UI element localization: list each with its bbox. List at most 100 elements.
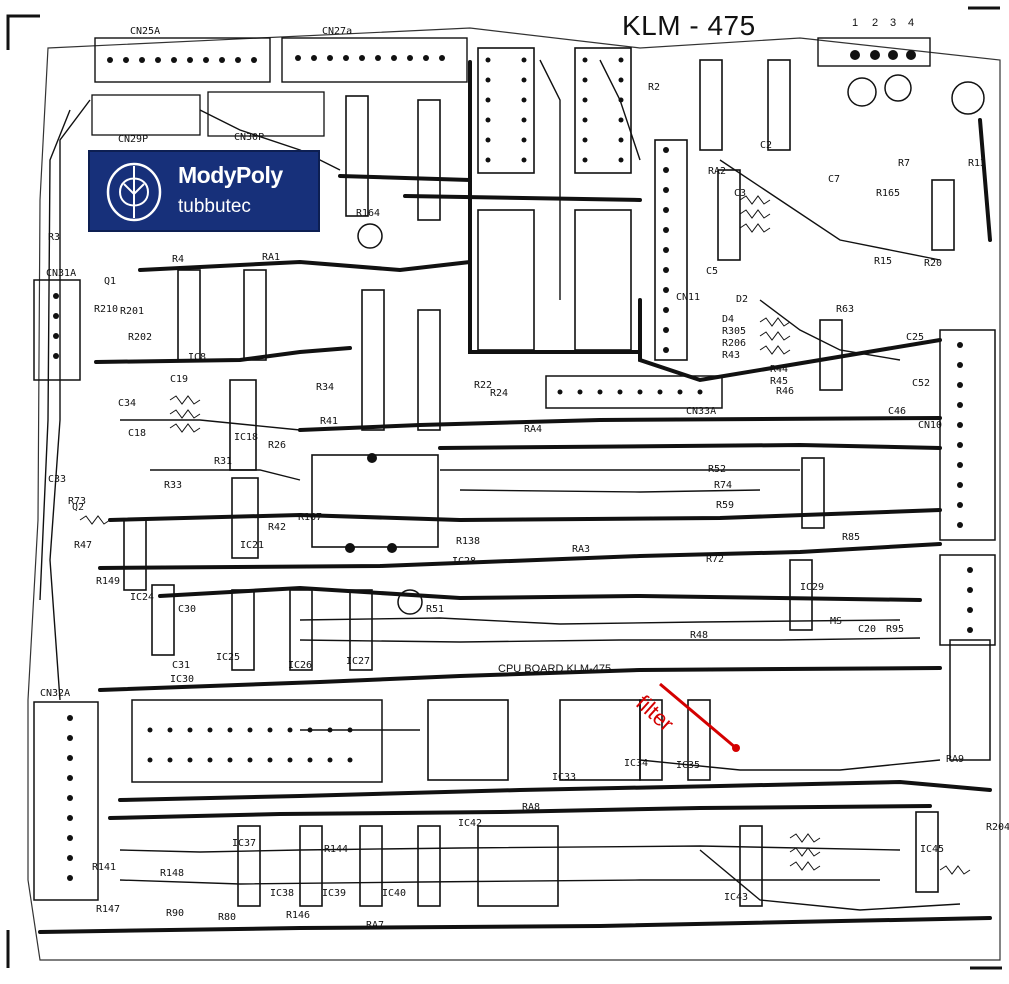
label-cn31a: CN31A [46,268,76,279]
label-r24: R24 [490,388,508,399]
label-c25: C25 [906,332,924,343]
label-r149: R149 [96,576,120,587]
label-c46: C46 [888,406,906,417]
label-ic33: IC33 [552,772,576,783]
label-cn33a: CN33A [686,406,716,417]
label-r147: R147 [96,904,120,915]
label-r22: R22 [474,380,492,391]
label-ic37: IC37 [232,838,256,849]
label-ic27: IC27 [346,656,370,667]
label-r73: R73 [68,496,86,507]
electrolytic-capacitors [357,74,985,615]
label-cn29p: CN29P [118,134,148,145]
label-r90: R90 [166,908,184,919]
label-ra9: RA9 [946,754,964,765]
label-c7: C7 [828,174,840,185]
label-r167: R167 [298,512,322,523]
label-r33: R33 [164,480,182,491]
label-r48: R48 [690,630,708,641]
label-r31: R31 [214,456,232,467]
label-r3: R3 [48,232,60,243]
label-c31: C31 [172,660,190,671]
label-ic28: IC28 [452,556,476,567]
ic-packages [123,47,955,907]
label-c5: C5 [706,266,718,277]
label-r42: R42 [268,522,286,533]
label-r2: R2 [648,82,660,93]
label-cn30p: CN30P [234,132,264,143]
label-q1: Q1 [104,276,116,287]
label-cn25a: CN25A [130,26,160,37]
label-c20: C20 [858,624,876,635]
tubbutec-logo-icon [106,162,162,222]
label-ms: MS [830,616,842,627]
logo-brand-text: ModyPoly [178,162,283,188]
label-ic8: IC8 [188,352,206,363]
label-r202: R202 [128,332,152,343]
label-r13: R13 [968,158,986,169]
board-title: KLM - 475 [622,10,756,41]
label-ra8: RA8 [522,802,540,813]
label-c34: C34 [118,398,136,409]
label-ic40: IC40 [382,888,406,899]
label-c2: C2 [760,140,772,151]
header-pin-1: 1 [852,17,858,29]
modypoly-badge: ModyPoly tubbutec [88,150,320,232]
label-ra3: RA3 [572,544,590,555]
label-ic43: IC43 [724,892,748,903]
label-c3: C3 [734,188,746,199]
label-r7: R7 [898,158,910,169]
label-r41: R41 [320,416,338,427]
label-d2: D2 [736,294,748,305]
label-ic34: IC34 [624,758,648,769]
label-r206: R206 [722,338,746,349]
label-cn32a: CN32A [40,688,70,699]
logo-sub-text: tubbutec [178,196,251,217]
connector-cn29p [91,94,201,136]
label-r43: R43 [722,350,740,361]
label-r144: R144 [324,844,348,855]
edge-connectors [33,279,996,901]
label-r204: R204 [986,822,1009,833]
label-cn10: CN10 [918,420,942,431]
header-pin-2: 2 [872,17,878,29]
label-r85: R85 [842,532,860,543]
label-cn11: CN11 [676,292,700,303]
label-c33: C33 [48,474,66,485]
label-r59: R59 [716,500,734,511]
label-r95: R95 [886,624,904,635]
label-r210: R210 [94,304,118,315]
label-r201: R201 [120,306,144,317]
label-r72: R72 [706,554,724,565]
corner-mark-tl [6,14,40,50]
connector-cn27a [281,37,468,83]
label-r15: R15 [874,256,892,267]
label-r74: R74 [714,480,732,491]
label-ra4: RA4 [524,424,542,435]
label-r63: R63 [836,304,854,315]
label-ra2: RA2 [708,166,726,177]
label-ic42: IC42 [458,818,482,829]
label-r138: R138 [456,536,480,547]
connector-cn30p [207,91,325,137]
label-c52: C52 [912,378,930,389]
label-ic30: IC30 [170,674,194,685]
connector-pins-top [107,55,445,63]
board-silkscreen-text: CPU BOARD KLM-475 [498,663,611,675]
resistors [79,195,971,875]
label-r34: R34 [316,382,334,393]
label-ic21: IC21 [240,540,264,551]
signal-traces [39,59,961,911]
header-pin-4: 4 [908,17,914,29]
label-r148: R148 [160,868,184,879]
label-ic29: IC29 [800,582,824,593]
header-pin-3: 3 [890,17,896,29]
label-r46: R46 [776,386,794,397]
label-ic24: IC24 [130,592,154,603]
label-r80: R80 [218,912,236,923]
label-ic26: IC26 [288,660,312,671]
label-r305: R305 [722,326,746,337]
label-ic18: IC18 [234,432,258,443]
